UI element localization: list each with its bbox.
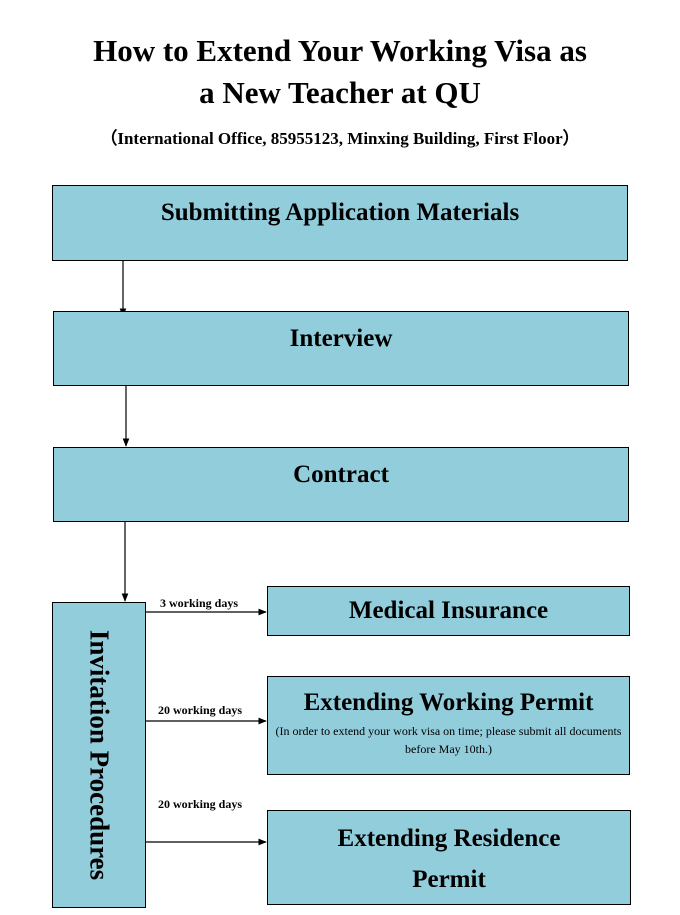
duration-label: 3 working days <box>160 596 239 610</box>
title-line-1: How to Extend Your Working Visa as <box>93 33 587 68</box>
step-contract: Contract <box>53 447 629 522</box>
invitation-label: Invitation Procedures <box>84 629 115 881</box>
step-invitation-procedures: Invitation Procedures <box>52 602 146 908</box>
step-label: Contract <box>293 461 389 488</box>
step-submitting-materials: Submitting Application Materials <box>52 185 628 261</box>
step-interview: Interview <box>53 311 629 386</box>
step-extending-working-permit: Extending Working Permit (In order to ex… <box>267 676 630 775</box>
step-label: Extending Working Permit <box>303 689 594 716</box>
page-title: How to Extend Your Working Visa as a New… <box>0 30 680 114</box>
step-label: Extending Residence Permit <box>337 825 561 893</box>
duration-label: 20 working days <box>158 703 243 717</box>
contact-subtitle: （International Office, 85955123, Minxing… <box>100 129 580 148</box>
deadline-note: (In order to extend your work visa on ti… <box>275 724 622 756</box>
title-line-2: a New Teacher at QU <box>199 75 481 110</box>
step-extending-residence-permit: Extending Residence Permit <box>267 810 631 905</box>
step-medical-insurance: Medical Insurance <box>267 586 630 636</box>
duration-label: 20 working days <box>158 797 243 811</box>
step-label: Submitting Application Materials <box>160 199 520 226</box>
step-label: Interview <box>289 325 393 352</box>
step-label: Medical Insurance <box>348 597 549 624</box>
